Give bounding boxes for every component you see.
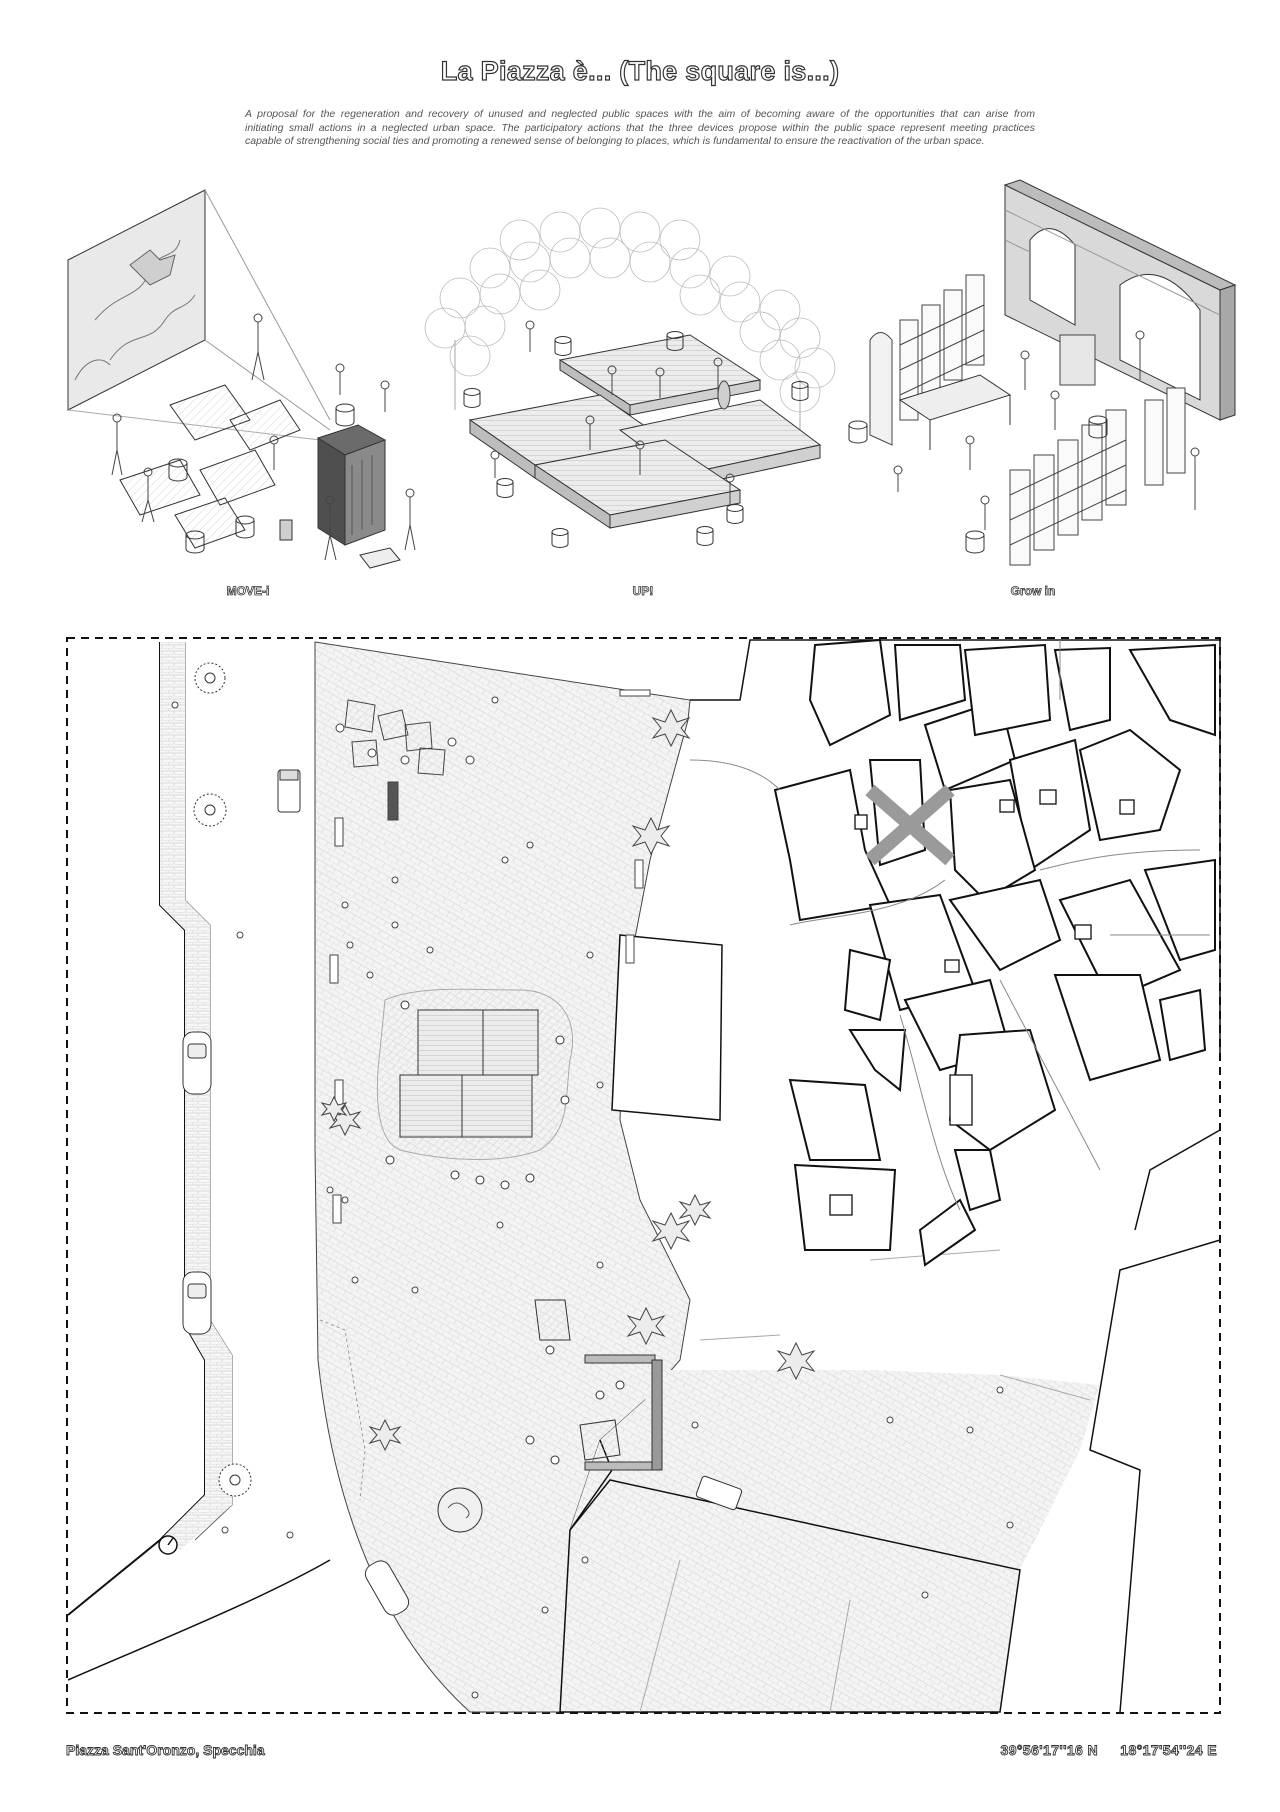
intro-line-3: capable of strengthening social ties and… <box>245 135 985 147</box>
plan-frame <box>66 637 1221 1714</box>
intro-line-2: initiating small actions in a neglected … <box>245 121 1035 134</box>
plan-trees <box>193 662 252 1497</box>
device-label-up: UP! <box>632 584 654 599</box>
device-move-i-drawing <box>67 189 416 569</box>
site-plan <box>66 637 1221 1714</box>
device-label-grow-in: Grow in <box>1010 584 1056 599</box>
location-marker <box>865 784 955 866</box>
device-label-move-i: MOVE-i <box>226 584 270 599</box>
plan-plants <box>320 708 816 1452</box>
device-up-drawing <box>424 207 836 548</box>
plan-people <box>171 696 1014 1699</box>
footer-coordinates: 39°56'17''16 N 18°17'54''24 E <box>983 1742 1217 1759</box>
compass-icon <box>158 1535 178 1555</box>
footer-longitude: 18°17'54''24 E <box>1120 1742 1217 1759</box>
device-grow-in-drawing <box>848 179 1237 566</box>
footer-place: Piazza Sant'Oronzo, Specchia <box>66 1742 266 1759</box>
plan-up-platforms <box>376 988 574 1190</box>
poster-title: La Piazza è... (The square is...) <box>440 55 840 86</box>
intro-text: A proposal for the regeneration and reco… <box>245 108 1035 149</box>
plan-cars <box>182 769 743 1616</box>
footer-latitude: 39°56'17''16 N <box>1000 1742 1098 1759</box>
intro-line-1: A proposal for the regeneration and reco… <box>245 108 1035 120</box>
